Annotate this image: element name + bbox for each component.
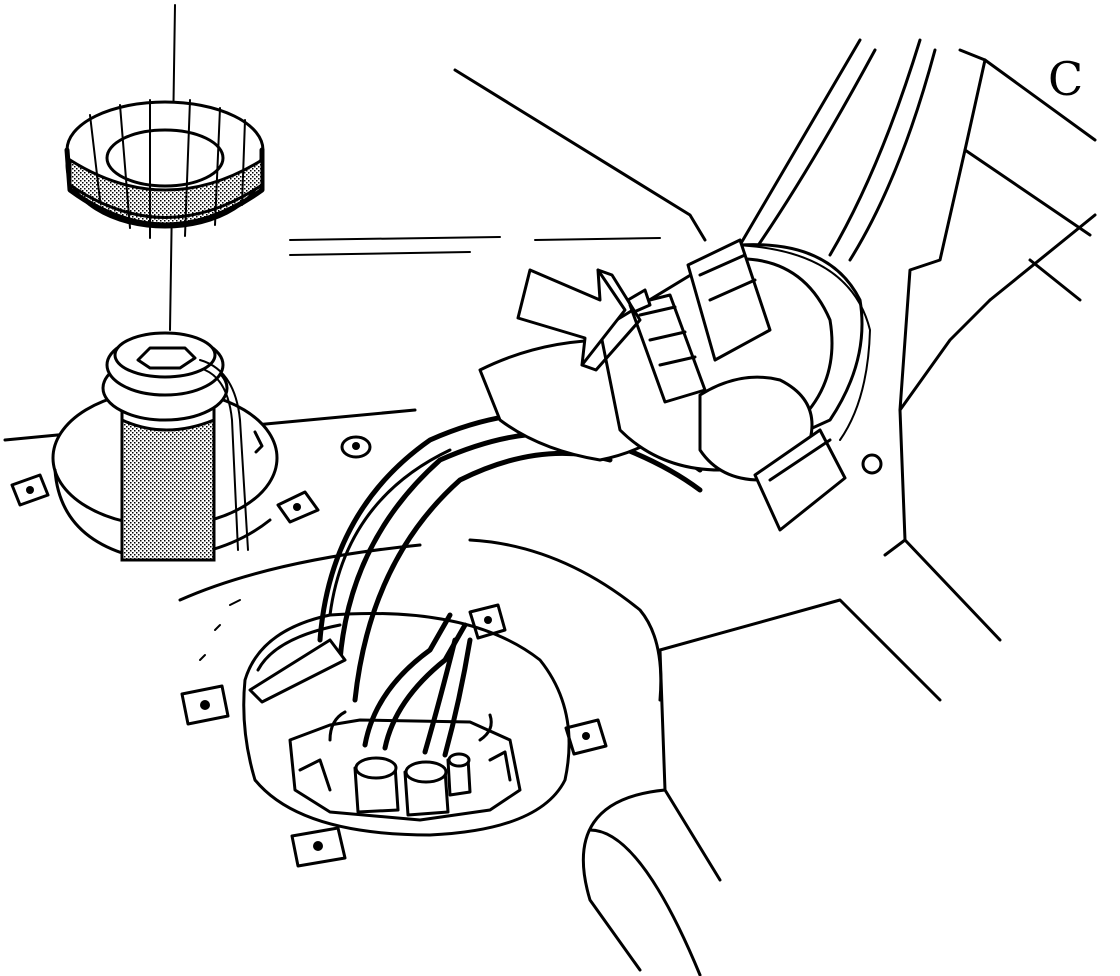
clip-nut-2	[276, 490, 320, 524]
body-panel-outline	[3, 68, 942, 976]
clip-nut-1	[10, 473, 50, 507]
fuel-line-fittings	[353, 752, 472, 817]
corner-reference-letter: C	[1048, 52, 1083, 106]
fuel-sender-unit	[51, 331, 279, 562]
clip-nut-5	[468, 603, 507, 640]
harness-bundle	[478, 243, 871, 532]
rear-structure	[738, 38, 1097, 642]
indicator-arrow	[516, 268, 642, 372]
clip-nut-7	[290, 826, 347, 868]
fuel-pump-connector	[626, 238, 772, 404]
clip-nut-6	[564, 718, 608, 756]
wiring-harness	[248, 410, 703, 704]
lock-ring	[64, 99, 265, 239]
clip-nut-3	[340, 435, 372, 459]
fuel-hoses	[362, 612, 473, 758]
clip-nut-4	[180, 684, 230, 726]
